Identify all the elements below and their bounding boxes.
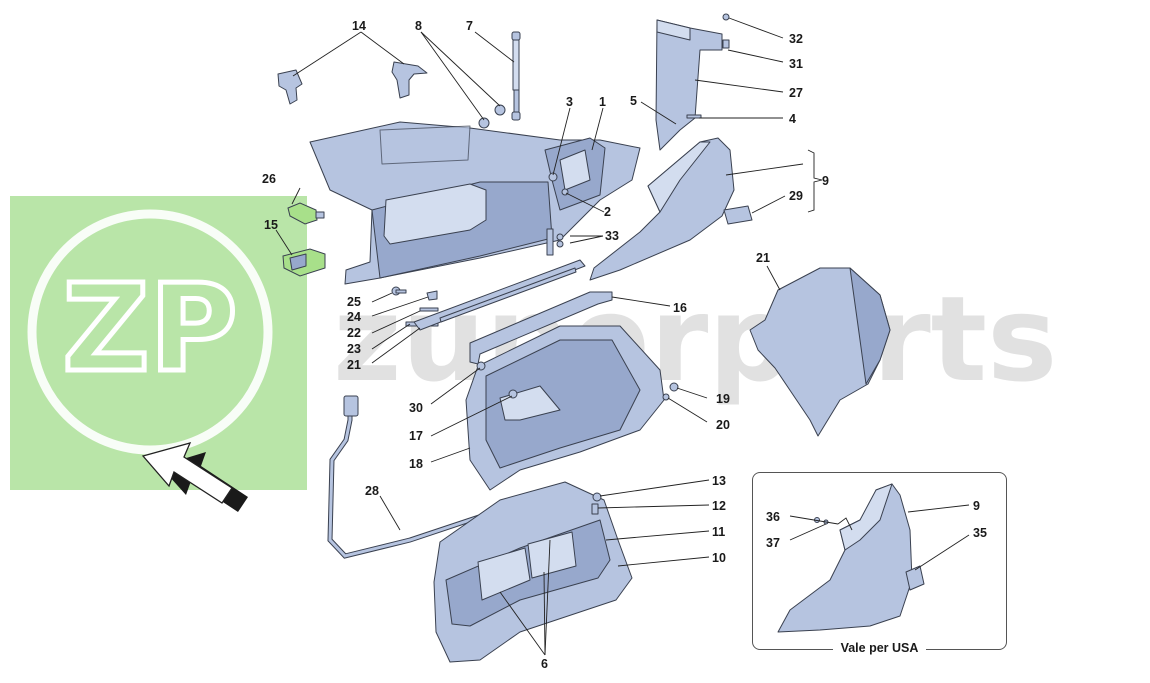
part-nuts <box>478 104 506 129</box>
callout-labels: 14 8 7 3 1 5 2 32 31 27 4 9 29 33 26 15 … <box>262 19 987 671</box>
callout-10: 10 <box>712 551 726 565</box>
callout-5: 5 <box>630 94 637 108</box>
callout-3: 3 <box>566 95 573 109</box>
part-27-highlighted <box>287 202 325 225</box>
callout-23: 22 <box>347 326 361 340</box>
part-glovebox-bin <box>465 325 665 491</box>
part-cover-panel-21 <box>749 267 891 437</box>
callout-19: 19 <box>716 392 730 406</box>
inset-label: Vale per USA <box>753 639 1006 657</box>
callout-32: 31 <box>789 57 803 71</box>
inset-label-text: Vale per USA <box>832 641 927 655</box>
callout-14: 14 <box>352 19 366 33</box>
callout-30: 29 <box>789 189 803 203</box>
inset-usa-variant: Vale per USA <box>752 472 1007 655</box>
callout-4: 4 <box>789 112 796 126</box>
part-upper-bracket <box>655 13 730 151</box>
part-clip-34 <box>546 228 564 256</box>
callout-12: 12 <box>712 499 726 513</box>
callout-1: 1 <box>599 95 606 109</box>
callout-34: 33 <box>605 229 619 243</box>
watermark-logo-background <box>10 196 307 490</box>
callout-9: 9 <box>822 174 829 188</box>
callout-25: 24 <box>347 310 361 324</box>
callout-31: 30 <box>409 401 423 415</box>
callout-26: 25 <box>347 295 361 309</box>
callout-36: 36 <box>766 510 780 524</box>
callout-17: 17 <box>409 429 423 443</box>
callout-11: 11 <box>712 525 725 539</box>
part-15-highlighted <box>282 248 326 277</box>
watermark: ZP zuperparts <box>10 196 1057 490</box>
callout-16: 16 <box>673 301 687 315</box>
callout-13: 13 <box>712 474 726 488</box>
part-cable-29 <box>327 395 503 559</box>
callout-18: 18 <box>409 457 423 471</box>
part-glovebox-lid <box>433 481 633 663</box>
part-side-trim <box>589 137 735 281</box>
callout-2: 2 <box>604 205 611 219</box>
watermark-brand-text: zuperparts <box>333 270 1057 408</box>
direction-arrow <box>141 442 248 512</box>
callout-15: 15 <box>264 218 278 232</box>
callout-20: 20 <box>716 418 730 432</box>
callout-8: 8 <box>415 19 422 33</box>
callout-29: 28 <box>365 484 379 498</box>
inset-part-side-trim-usa <box>777 483 925 633</box>
part-hinge-rail <box>469 291 613 365</box>
part-gas-strut <box>511 31 521 121</box>
callout-35: 35 <box>973 526 987 540</box>
part-glovebox-frame <box>309 121 641 285</box>
callout-24: 23 <box>347 342 361 356</box>
watermark-logo-ring <box>27 209 273 455</box>
callout-22: 21 <box>347 358 361 372</box>
callout-21: 21 <box>756 251 770 265</box>
callout-9-usa: 9 <box>973 499 980 513</box>
part-bracket-pair <box>277 61 428 105</box>
arrow-body <box>141 442 233 504</box>
callout-7: 7 <box>466 19 473 33</box>
callout-33: 32 <box>789 32 803 46</box>
part-plate-30 <box>723 205 753 225</box>
callout-28: 27 <box>789 86 803 100</box>
callout-6: 6 <box>541 657 548 671</box>
callout-27: 26 <box>262 172 276 186</box>
watermark-logo-text: ZP <box>63 260 238 399</box>
leader-lines <box>275 17 970 656</box>
callout-37: 37 <box>766 536 780 550</box>
